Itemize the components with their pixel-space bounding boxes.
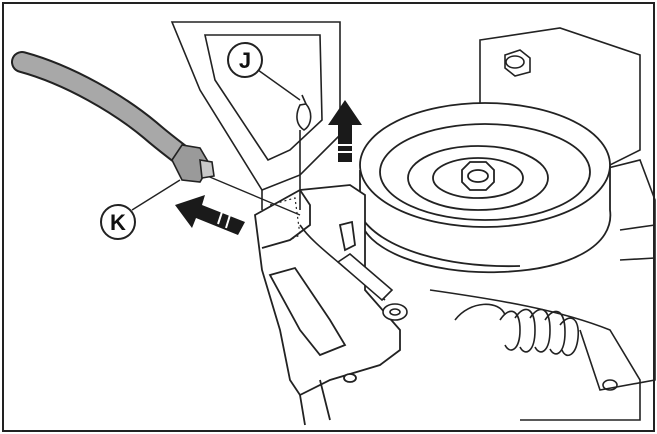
callout-k-leader (131, 179, 181, 211)
callout-k-label: K (110, 210, 126, 235)
pulley (359, 102, 612, 274)
cable-wire (204, 174, 301, 216)
hidden-outline (269, 197, 301, 243)
tension-spring (454, 303, 580, 357)
callout-k-circle (100, 204, 136, 240)
left-arrow-icon (175, 195, 245, 235)
cable-sheath (11, 51, 196, 169)
cable-bracket (254, 184, 401, 426)
linkage-rod (299, 224, 408, 321)
cable-end-fitting (171, 144, 215, 183)
callout-j-leader (257, 69, 301, 101)
retaining-clip (296, 94, 312, 210)
callout-j-label: J (239, 48, 251, 73)
callout-j: J (227, 42, 301, 101)
up-arrow-icon (328, 100, 362, 162)
callout-k: K (100, 179, 181, 240)
callout-j-circle (227, 42, 263, 78)
